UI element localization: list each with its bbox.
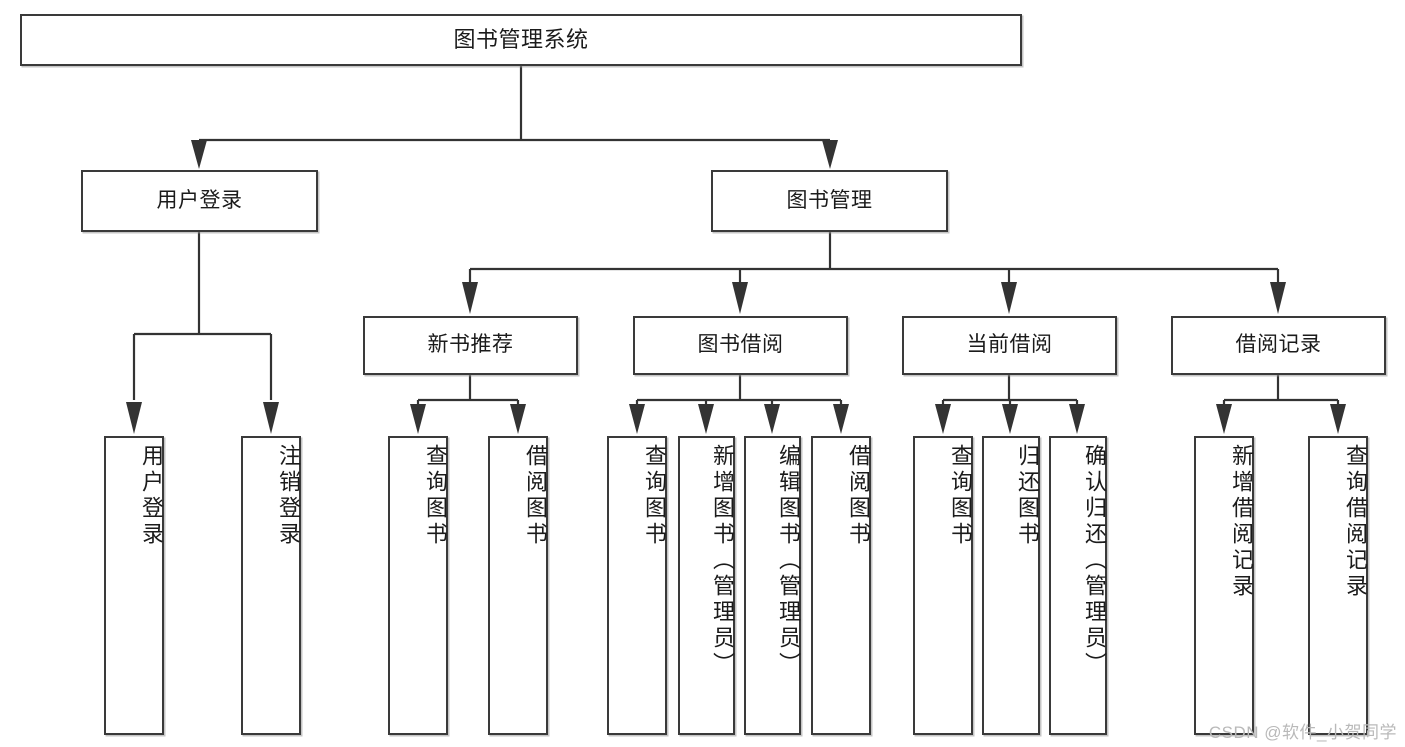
node-label-leaf-query-book-3: 查询图书 [948,444,973,548]
node-borrow-record[interactable]: 借阅记录 [1171,316,1386,375]
arrow-head-leaf-query-book-1 [410,404,426,434]
node-label-borrow-record: 借阅记录 [1235,333,1322,357]
node-label-leaf-borrow-book-2: 借阅图书 [846,444,871,548]
node-new-book-rec[interactable]: 新书推荐 [363,316,578,375]
node-leaf-borrow-book-1[interactable]: 借阅图书 [488,436,548,735]
node-label-leaf-query-book-2: 查询图书 [642,444,667,548]
arrow-head-leaf-add-book [698,404,714,434]
arrow-head-leaf-edit-book [764,404,780,434]
node-leaf-confirm-return[interactable]: 确认归还（管理员） [1049,436,1107,735]
node-label-current-borrow: 当前借阅 [966,333,1053,357]
arrow-head-leaf-borrow-book-2 [833,404,849,434]
arrow-head-leaf-logout [263,402,279,434]
node-label-leaf-query-record: 查询借阅记录 [1343,444,1368,600]
node-label-root-system: 图书管理系统 [453,27,589,53]
node-leaf-query-record[interactable]: 查询借阅记录 [1308,436,1368,735]
node-leaf-user-login[interactable]: 用户登录 [104,436,164,735]
node-leaf-query-book-2[interactable]: 查询图书 [607,436,667,735]
node-root-system[interactable]: 图书管理系统 [20,14,1022,66]
node-leaf-add-record[interactable]: 新增借阅记录 [1194,436,1254,735]
node-leaf-logout[interactable]: 注销登录 [241,436,301,735]
arrow-head-borrow-record [1270,282,1286,314]
csdn-watermark: CSDN @软件_小贺同学 [1208,723,1397,742]
arrow-head-leaf-user-login [126,402,142,434]
node-leaf-query-book-1[interactable]: 查询图书 [388,436,448,735]
arrow-head-leaf-query-book-2 [629,404,645,434]
node-label-leaf-add-record: 新增借阅记录 [1229,444,1254,600]
node-label-leaf-confirm-return: 确认归还（管理员） [1082,444,1107,678]
node-leaf-query-book-3[interactable]: 查询图书 [913,436,973,735]
node-label-leaf-user-login: 用户登录 [139,444,164,548]
node-label-book-borrow: 图书借阅 [697,333,784,357]
arrow-head-book-borrow [732,282,748,314]
node-label-leaf-return-book: 归还图书 [1015,444,1040,548]
node-label-leaf-add-book: 新增图书（管理员） [710,444,735,678]
node-leaf-return-book[interactable]: 归还图书 [982,436,1040,735]
node-leaf-edit-book[interactable]: 编辑图书（管理员） [744,436,801,735]
arrow-head-leaf-confirm-return [1069,404,1085,434]
arrow-head-current-borrow [1001,282,1017,314]
arrow-head-new-book-rec [462,282,478,314]
node-leaf-borrow-book-2[interactable]: 借阅图书 [811,436,871,735]
node-label-user-login: 用户登录 [156,188,243,212]
arrow-head-leaf-borrow-book-1 [510,404,526,434]
arrow-head-leaf-query-record [1330,404,1346,434]
node-user-login[interactable]: 用户登录 [81,170,318,232]
node-leaf-add-book[interactable]: 新增图书（管理员） [678,436,735,735]
node-label-leaf-query-book-1: 查询图书 [423,444,448,548]
node-current-borrow[interactable]: 当前借阅 [902,316,1117,375]
arrow-head-leaf-return-book [1002,404,1018,434]
node-label-leaf-logout: 注销登录 [276,444,301,548]
arrow-head-book-manage [822,140,838,169]
node-label-leaf-edit-book: 编辑图书（管理员） [776,444,801,678]
arrow-head-leaf-query-book-3 [935,404,951,434]
node-book-manage[interactable]: 图书管理 [711,170,948,232]
node-label-new-book-rec: 新书推荐 [427,333,514,357]
node-book-borrow[interactable]: 图书借阅 [633,316,848,375]
arrow-head-leaf-add-record [1216,404,1232,434]
node-label-leaf-borrow-book-1: 借阅图书 [523,444,548,548]
arrow-head-user-login [191,140,207,169]
node-label-book-manage: 图书管理 [786,188,873,212]
